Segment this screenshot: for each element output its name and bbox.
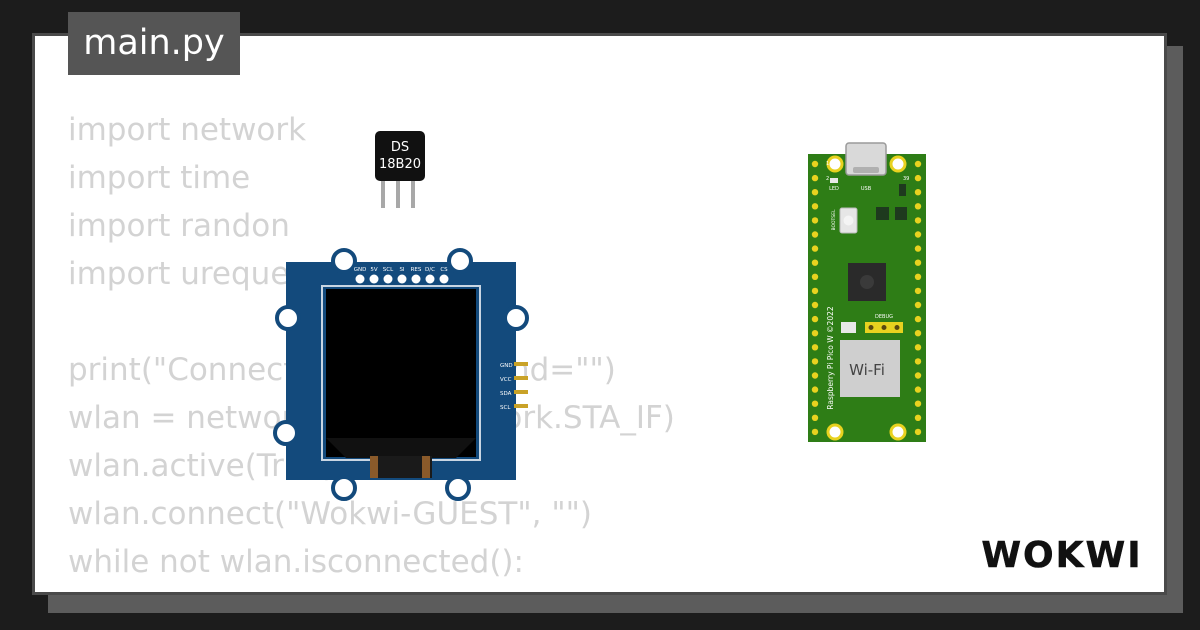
pico-pin-pad — [811, 160, 819, 168]
code-line: import time — [68, 160, 251, 196]
sensor-label-line2: 18B20 — [379, 157, 421, 172]
led-label: LED — [829, 186, 839, 192]
led-indicator — [830, 178, 838, 183]
display-pin-label: 5V — [370, 267, 377, 273]
pico-pin-pad — [811, 259, 819, 266]
code-line: import network — [68, 112, 307, 148]
display-side-pin-label: VCC — [500, 377, 512, 383]
pico-pin-pad — [914, 428, 922, 436]
pico-pin-pad — [914, 358, 922, 365]
pico-pin-pad — [811, 203, 819, 210]
pico-pin-pad — [914, 287, 922, 295]
pico-pin-pad — [811, 287, 819, 295]
debug-label: DEBUG — [875, 314, 893, 320]
pico-pin-pad — [811, 358, 819, 365]
pico-pin-pad — [914, 189, 922, 196]
preview-card: import network import time import randon… — [32, 33, 1167, 595]
display-screen — [326, 289, 476, 457]
pico-pin-pad — [914, 245, 922, 252]
pico-pin-pad — [811, 315, 819, 323]
pico-pin-pad — [811, 330, 819, 337]
pico-edge-pins — [811, 160, 922, 436]
file-tab[interactable]: main.py — [68, 12, 240, 75]
pico-pin-pad — [914, 174, 922, 182]
display-pin-label: RES — [411, 267, 422, 273]
pico-pin-pad — [811, 414, 819, 421]
pico-pin-pad — [811, 301, 819, 309]
pico-pin-label: 39 — [903, 176, 909, 182]
pico-pin-pad — [914, 259, 922, 266]
display-side-pin-label: SDA — [500, 391, 512, 397]
display-module[interactable]: GND 5V SCL SI RES D/C CS GND VCC SDA SCL — [273, 248, 529, 501]
pico-pin-pad — [811, 273, 819, 280]
pico-pin-pad — [811, 386, 819, 393]
pico-pin-pad — [811, 245, 819, 252]
pico-pin-pad — [914, 203, 922, 210]
pico-pin-label: 1 — [826, 161, 829, 167]
pico-pin-pad — [914, 217, 922, 224]
pico-pin-pad — [811, 217, 819, 224]
pico-pin-pad — [914, 414, 922, 421]
pico-pin-pad — [914, 330, 922, 337]
pico-pin-pad — [914, 273, 922, 280]
display-pin-label: GND — [354, 267, 367, 273]
display-side-pin-label: GND — [500, 363, 513, 369]
pico-pin-pad — [811, 344, 819, 351]
wokwi-logo: WOKWI — [981, 535, 1142, 577]
display-pin-label: SCL — [383, 267, 394, 273]
raspberry-pi-pico-w[interactable]: 1 2 39 LED USB BOOTSEL DEBUG Wi-Fi Raspb… — [808, 142, 926, 442]
pico-pin-pad — [811, 174, 819, 182]
usb-label: USB — [861, 186, 872, 192]
ds18b20-sensor[interactable]: DS 18B20 — [375, 131, 425, 208]
pico-pin-pad — [811, 428, 819, 436]
bootsel-label: BOOTSEL — [831, 209, 837, 231]
display-pin-label: D/C — [425, 267, 435, 273]
pico-pin-pad — [914, 386, 922, 393]
pico-pin-pad — [811, 231, 819, 238]
sensor-label-line1: DS — [391, 140, 409, 155]
pico-pin-pad — [914, 301, 922, 309]
code-line: wlan.connect("Wokwi-GUEST", "") — [68, 496, 592, 532]
pico-pin-pad — [914, 160, 922, 168]
pico-pin-pad — [914, 372, 922, 379]
code-line: while not wlan.isconnected(): — [68, 544, 524, 580]
pico-pin-pad — [914, 344, 922, 351]
code-line: import randon — [68, 208, 290, 244]
pico-pin-pad — [914, 315, 922, 323]
pico-pin-pad — [914, 400, 922, 407]
display-pin-label: SI — [399, 267, 404, 273]
pico-pin-pad — [811, 189, 819, 196]
display-side-pin-label: SCL — [500, 405, 511, 411]
logo-text: WOKWI — [981, 535, 1142, 576]
display-pin-label: CS — [440, 267, 448, 273]
pico-pin-label: 2 — [826, 176, 829, 182]
pico-pin-pad — [914, 231, 922, 238]
pico-pin-pad — [811, 372, 819, 379]
pico-model-label: Raspberry Pi Pico W ©2022 — [826, 306, 835, 410]
wifi-module — [840, 340, 900, 397]
pico-pin-pad — [811, 400, 819, 407]
wifi-label: Wi-Fi — [849, 361, 885, 379]
